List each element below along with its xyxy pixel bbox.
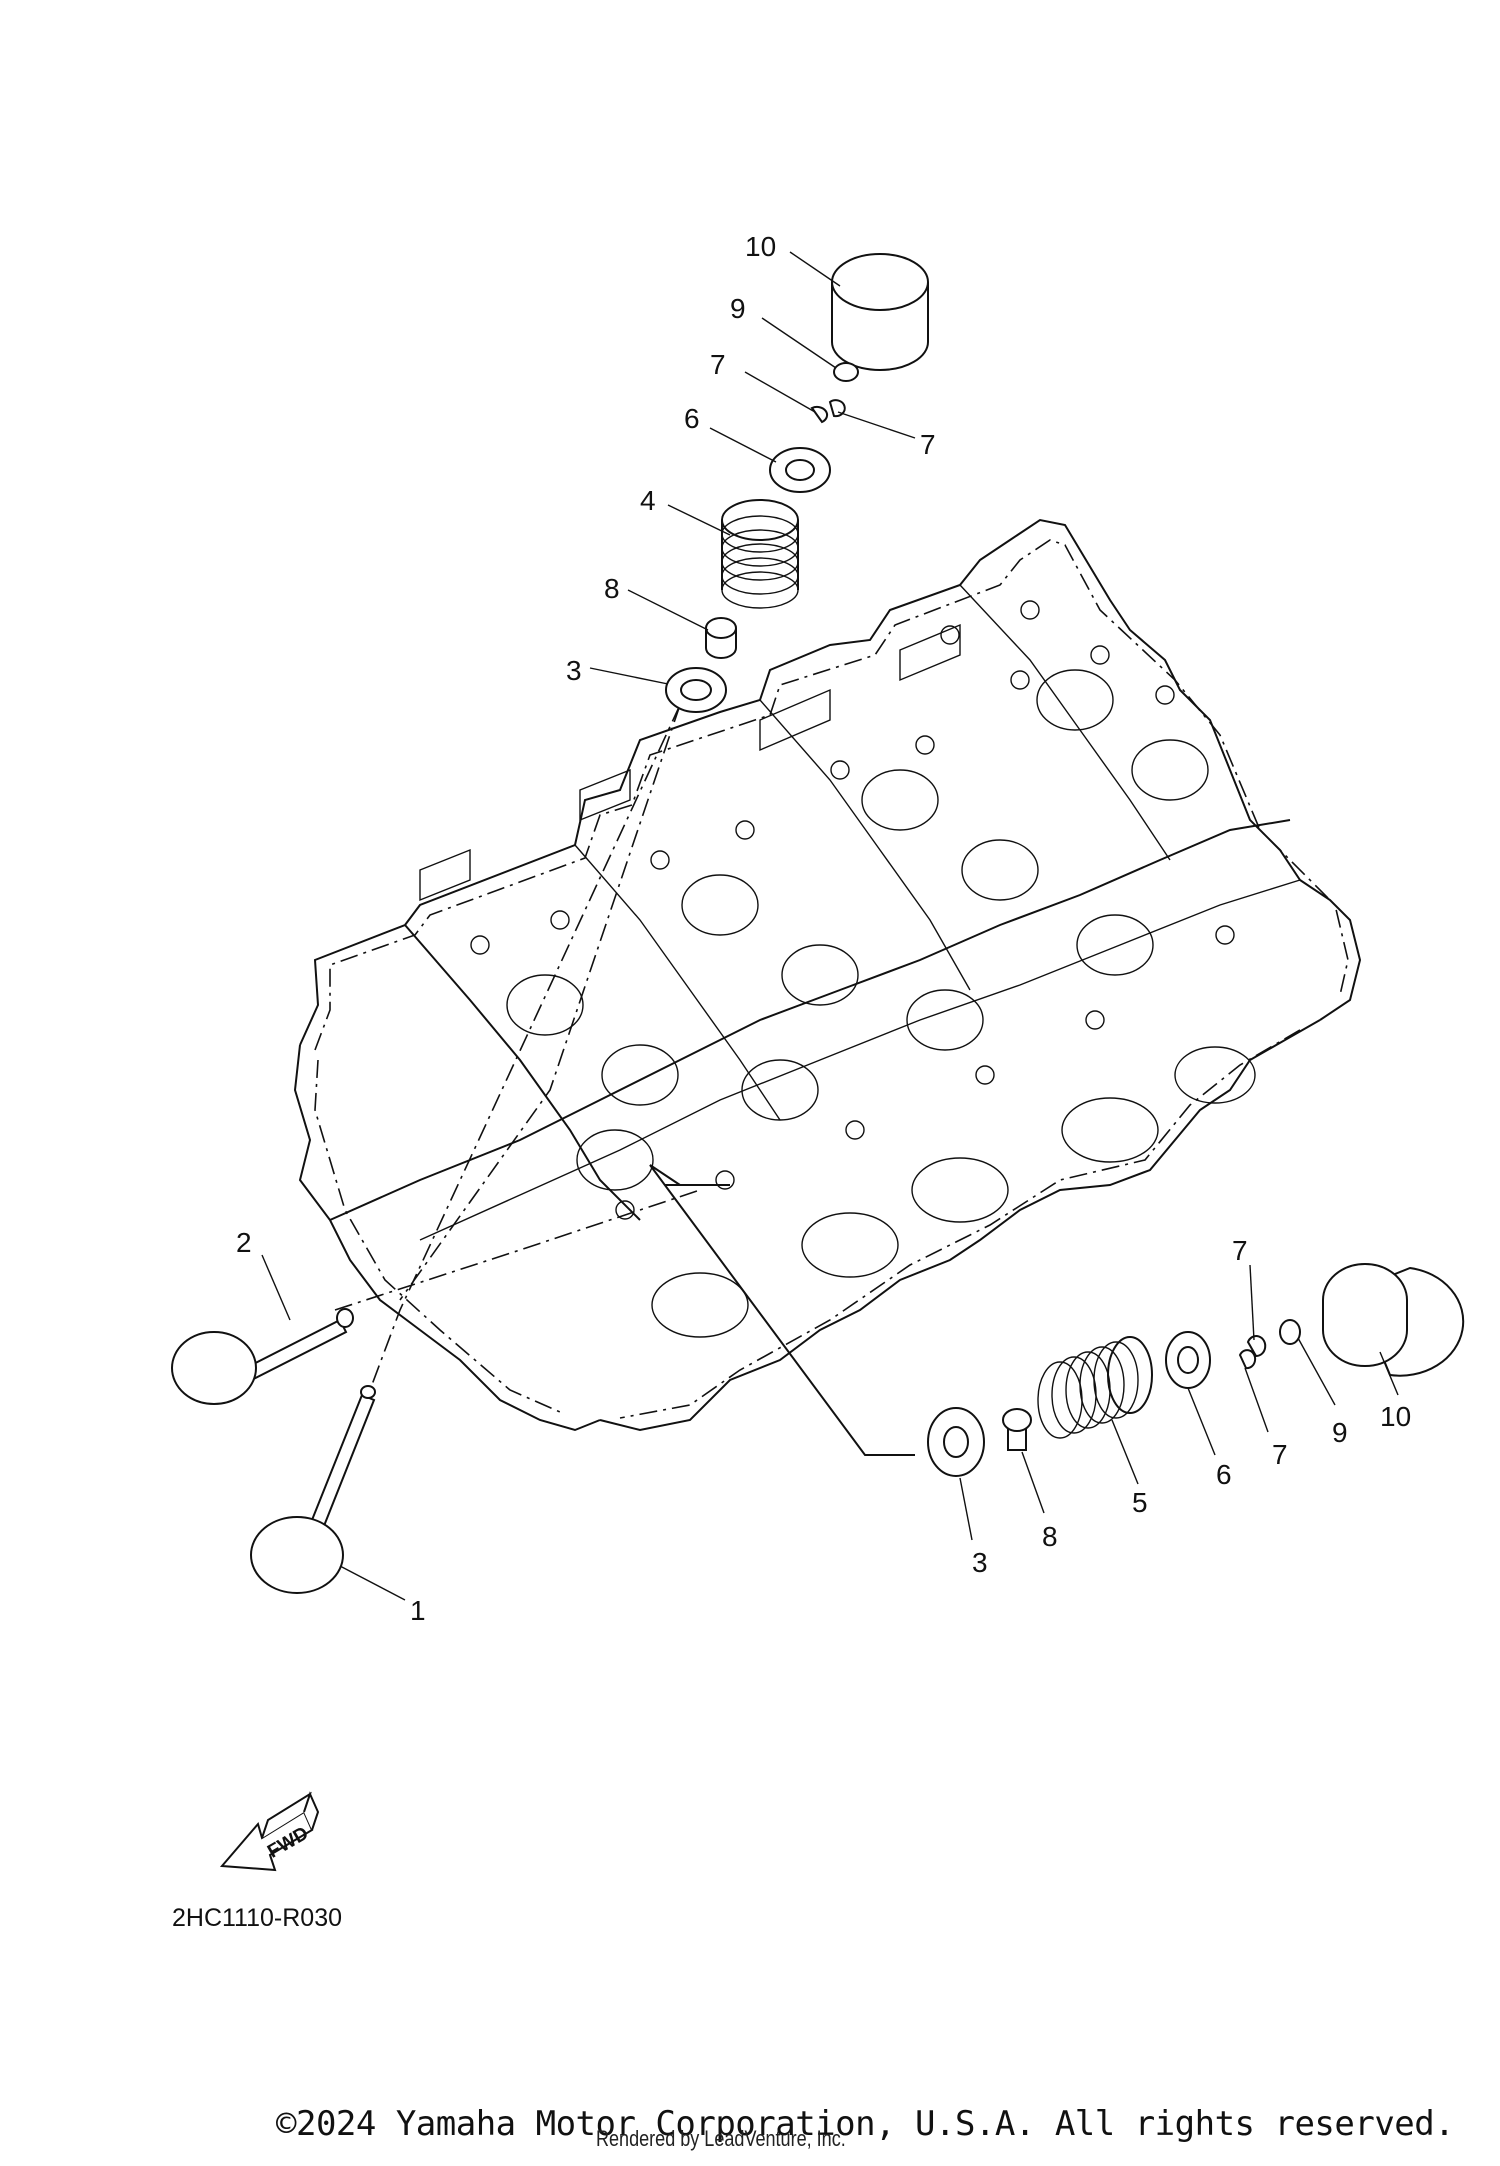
callout-8: 8: [1042, 1521, 1058, 1552]
forward-arrow-icon: FWD: [219, 1791, 320, 1872]
callout-7: 7: [1272, 1439, 1288, 1470]
intake-valve-part: [250, 1385, 376, 1594]
spring-retainer-part: [769, 447, 831, 493]
callout-5: 5: [1132, 1487, 1148, 1518]
callout-labels: 10 9 7 7 6 4 8 3 2 1 7 10 9 7 6 5 8 3: [236, 231, 1411, 1626]
callout-2: 2: [236, 1227, 252, 1258]
valves: [171, 1308, 376, 1594]
valve-spring-part: [721, 499, 799, 609]
callout-1: 1: [410, 1595, 426, 1626]
copyright-notice: ©2024 Yamaha Motor Corporation, U.S.A. A…: [276, 2104, 1455, 2144]
callout-7: 7: [920, 429, 936, 460]
valve-lifter-part-lower: [1322, 1263, 1465, 1377]
adjusting-pad-part: [833, 362, 859, 382]
callout-3: 3: [972, 1547, 988, 1578]
valve-lifter-part: [831, 253, 929, 371]
callout-6: 6: [684, 403, 700, 434]
callout-6: 6: [1216, 1459, 1232, 1490]
callout-3: 3: [566, 655, 582, 686]
valve-cotter-part: [810, 399, 846, 424]
adjusting-pad-part-lower: [1279, 1319, 1301, 1345]
spring-seat-part-lower: [927, 1407, 985, 1477]
callout-9: 9: [1332, 1417, 1348, 1448]
valve-spring-part-lower: [1037, 1336, 1153, 1439]
cylinder-head: [293, 518, 1362, 1432]
upper-valve-train: [665, 253, 929, 713]
callout-4: 4: [640, 485, 656, 516]
valve-cotter-part-lower: [1238, 1335, 1267, 1370]
part-code: 2HC1110-R030: [172, 1904, 342, 1932]
callout-9: 9: [730, 293, 746, 324]
lower-valve-train: [927, 1263, 1465, 1477]
leader-lines: [261, 251, 1399, 1601]
callout-10: 10: [745, 231, 776, 262]
spring-retainer-part-lower: [1165, 1331, 1211, 1389]
spring-seat-part: [665, 667, 727, 713]
callout-7: 7: [1232, 1235, 1248, 1266]
callout-8: 8: [604, 573, 620, 604]
stem-seal-part-lower: [1002, 1408, 1032, 1451]
assembly-lines: [334, 704, 915, 1456]
callout-7: 7: [710, 349, 726, 380]
stem-seal-part: [705, 617, 737, 659]
rendered-by-notice: Rendered by LeadVenture, Inc.: [596, 2126, 846, 2151]
callout-10: 10: [1380, 1401, 1411, 1432]
exhaust-valve-part: [171, 1308, 354, 1405]
